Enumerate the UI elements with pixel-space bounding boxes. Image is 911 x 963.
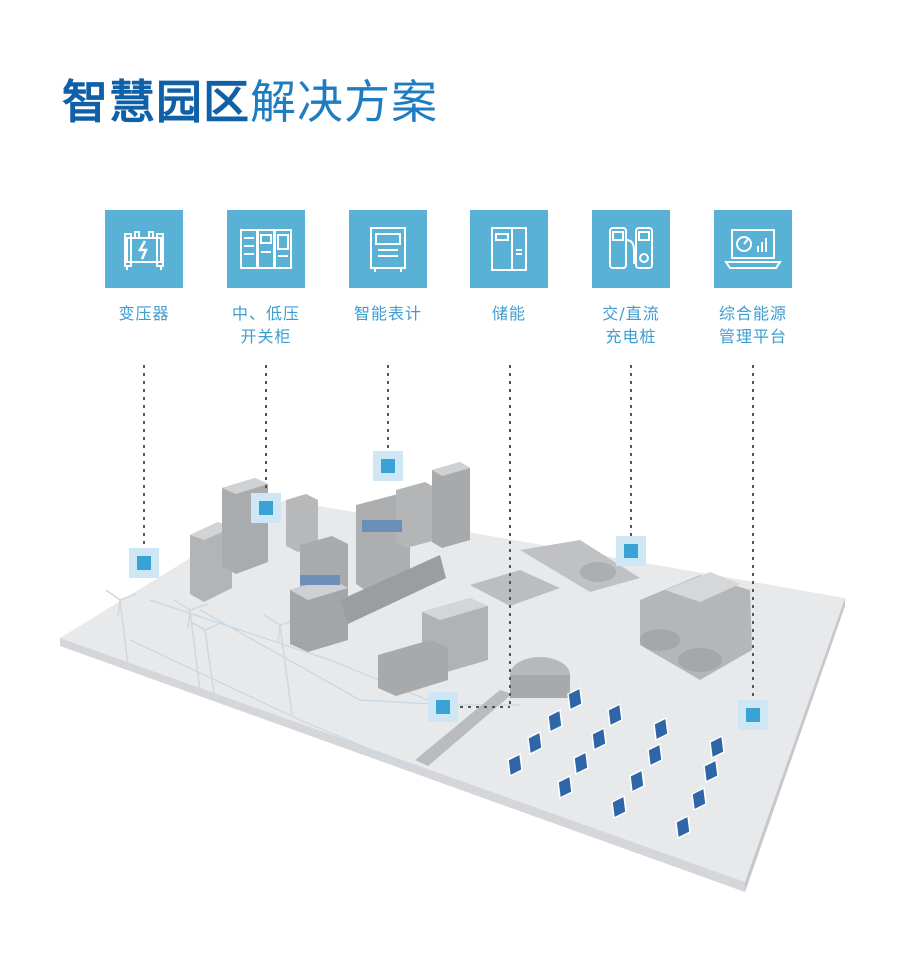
location-markers	[129, 451, 768, 730]
tile-transformer	[105, 210, 183, 288]
label-line: 管理平台	[718, 327, 787, 346]
ground-edge	[60, 638, 745, 892]
energy-storage-icon	[491, 227, 527, 271]
connector-lines	[143, 365, 754, 712]
solar-panels	[507, 686, 725, 840]
tile-management-platform	[714, 210, 792, 288]
label-smart-meter: 智能表计	[328, 302, 448, 325]
transformer-icon	[124, 231, 164, 270]
title-light: 解决方案	[250, 75, 438, 129]
label-line: 变压器	[118, 304, 170, 323]
label-line: 开关柜	[240, 327, 292, 346]
wind-turbines	[105, 589, 299, 716]
tile-energy-storage	[470, 210, 548, 288]
smart-meter-icon	[370, 227, 406, 272]
label-switchgear: 中、低压 开关柜	[206, 302, 326, 348]
label-line: 中、低压	[231, 304, 300, 323]
buildings-right	[378, 540, 752, 698]
road	[415, 690, 512, 766]
label-charging-pile: 交/直流 充电桩	[571, 302, 691, 348]
label-line: 综合能源	[718, 304, 787, 323]
label-transformer: 变压器	[84, 302, 204, 325]
management-platform-icon	[724, 229, 782, 269]
tile-switchgear	[227, 210, 305, 288]
tile-charging-pile	[592, 210, 670, 288]
page-title: 智慧园区解决方案	[62, 70, 438, 134]
label-energy-storage: 储能	[449, 302, 569, 325]
label-line: 充电桩	[605, 327, 657, 346]
charging-pile-icon	[609, 227, 653, 269]
switchgear-icon	[240, 229, 292, 269]
tile-smart-meter	[349, 210, 427, 288]
ground-edge-right	[745, 598, 845, 892]
label-management-platform: 综合能源 管理平台	[693, 302, 813, 348]
label-line: 储能	[491, 304, 526, 323]
label-line: 智能表计	[353, 304, 422, 323]
label-line: 交/直流	[602, 304, 660, 323]
ground-plate	[60, 500, 845, 882]
title-bold: 智慧园区	[62, 75, 250, 129]
